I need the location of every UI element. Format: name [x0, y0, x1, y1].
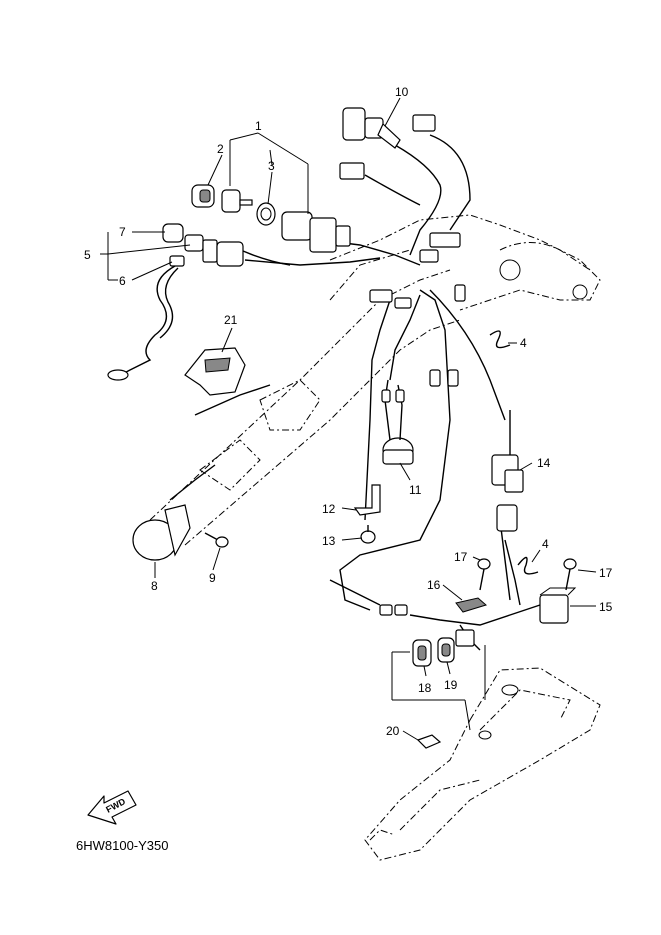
part-19-grommet — [437, 637, 455, 663]
part-6-lanyard — [107, 255, 185, 381]
part-3-nut — [256, 202, 276, 226]
callout-5: 5 — [84, 248, 91, 262]
bottom-bracket — [364, 667, 601, 861]
part-12-bracket — [353, 484, 381, 516]
callout-12: 12 — [322, 502, 336, 516]
harness-connectors — [369, 232, 475, 647]
part-16-clip — [455, 597, 488, 613]
part-20-label — [416, 734, 442, 749]
part-4-clip-b — [517, 556, 539, 575]
callout-11: 11 — [409, 483, 422, 497]
tiller-handle — [149, 214, 601, 546]
callout-15: 15 — [599, 600, 613, 614]
callout-16: 16 — [427, 578, 441, 592]
diagram-code: 6HW8100-Y350 — [76, 838, 169, 853]
part-7-cap — [162, 223, 184, 243]
leader-lines — [100, 97, 597, 741]
callout-18: 18 — [418, 681, 432, 695]
callout-13: 13 — [322, 534, 336, 548]
callout-21: 21 — [224, 313, 238, 327]
callout-9: 9 — [209, 571, 216, 585]
part-2-cap — [191, 184, 215, 208]
part-11-buzzer — [382, 379, 414, 465]
callout-19: 19 — [444, 678, 458, 692]
part-1-key — [221, 189, 253, 213]
part-15-relay — [539, 587, 577, 624]
part-18-grommet — [412, 639, 432, 667]
callout-1: 1 — [255, 119, 262, 133]
callout-17: 17 — [454, 550, 468, 564]
callouts: 1 2 3 4 4 5 6 7 8 9 10 11 12 13 14 15 16… — [84, 85, 613, 738]
part-13-screw — [360, 525, 376, 544]
callout-3: 3 — [268, 159, 275, 173]
wiring-harness — [169, 134, 541, 651]
callout-6: 6 — [119, 274, 126, 288]
part-17-screw-b — [563, 558, 577, 591]
part-1-main-switch — [281, 211, 351, 253]
callout-20: 20 — [386, 724, 400, 738]
callout-8: 8 — [151, 579, 158, 593]
callout-10: 10 — [395, 85, 409, 99]
callout-4b: 4 — [542, 537, 549, 551]
callout-7: 7 — [119, 225, 126, 239]
part-10-plug — [339, 107, 436, 180]
part-8-cap — [132, 504, 191, 561]
fwd-arrow-icon: FWD — [87, 790, 137, 825]
callout-2: 2 — [217, 142, 224, 156]
part-21-grip — [184, 347, 246, 396]
callout-4: 4 — [520, 336, 527, 350]
callout-17b: 17 — [599, 566, 613, 580]
part-14-connector — [491, 410, 524, 532]
part-9-screw — [204, 532, 229, 548]
part-17-screw — [477, 558, 491, 591]
callout-14: 14 — [537, 456, 551, 470]
part-4-clip — [489, 330, 511, 349]
part-5-stop-switch — [184, 234, 244, 267]
